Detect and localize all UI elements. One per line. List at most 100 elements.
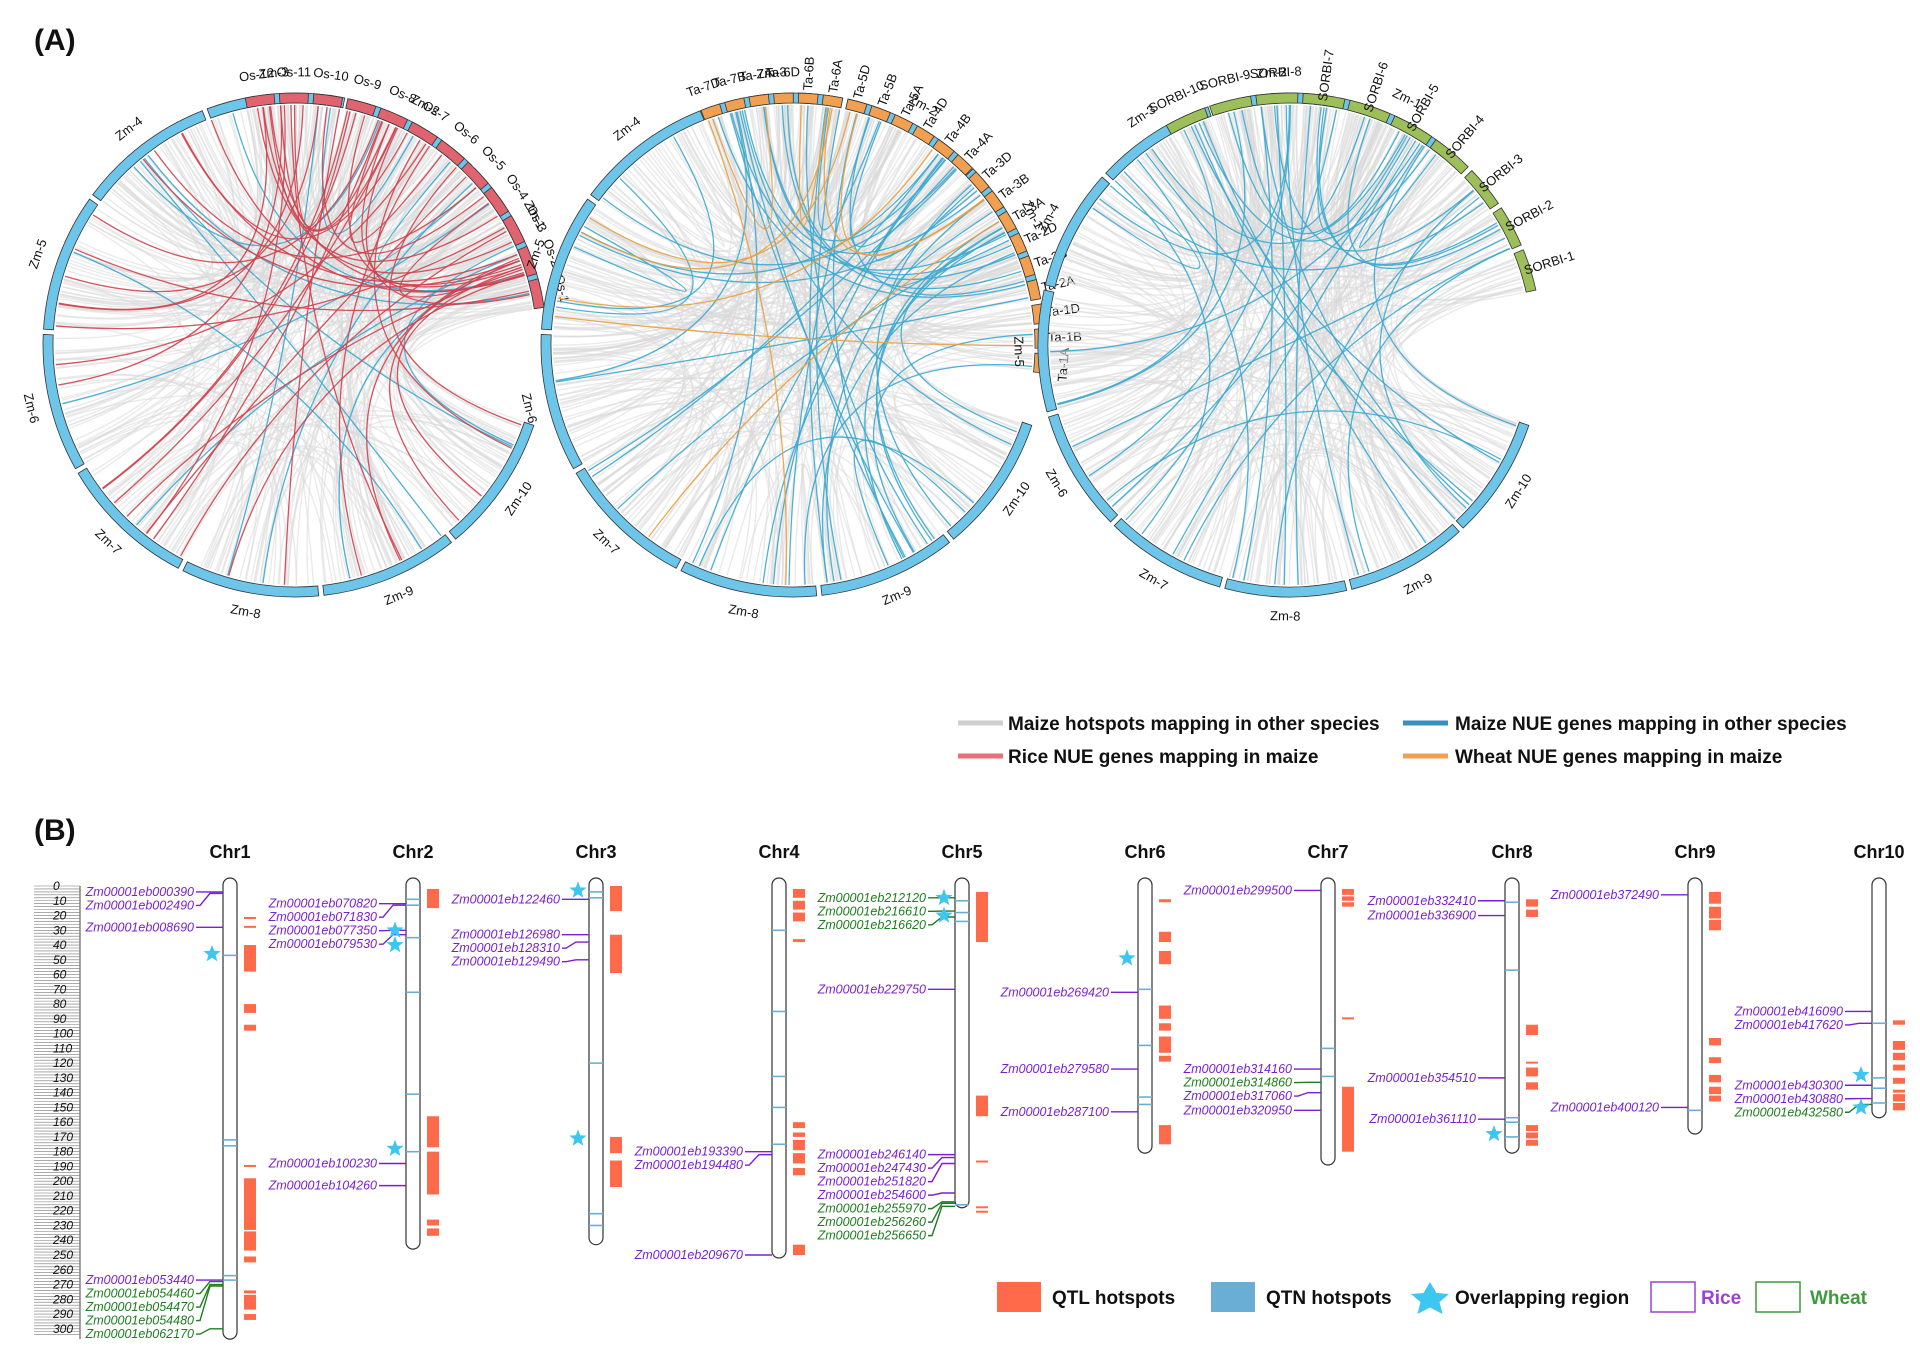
species-nue-link: [707, 120, 787, 585]
panel-b-legend: QTL hotspots QTN hotspots Overlapping re…: [997, 1281, 1868, 1314]
hotspot-link: [125, 107, 328, 247]
other-chromosome-band: [911, 125, 935, 146]
overlapping-region-star: [203, 944, 221, 962]
other-chromosome-band: [1026, 279, 1042, 301]
hotspot-link: [176, 128, 241, 240]
gene-label-wheat: Zm00001eb432580: [1734, 1105, 1843, 1119]
maize-nue-link: [821, 252, 1015, 583]
species-nue-link: [180, 230, 507, 557]
maize-chromosome-label: Zm-6: [21, 392, 43, 425]
maize-nue-link: [803, 364, 1033, 585]
other-chromosome-band: [890, 114, 914, 133]
hotspot-link: [575, 322, 1033, 448]
axis-tick-label: 200: [52, 1174, 73, 1188]
qtl-hotspot: [1159, 1125, 1171, 1145]
hotspot-link: [650, 166, 955, 540]
maize-nue-link: [1317, 107, 1408, 235]
maize-nue-link: [143, 157, 513, 448]
maize-nue-link: [849, 117, 1025, 296]
hotspot-link: [1092, 419, 1465, 511]
hotspot-link: [175, 445, 434, 554]
maize-chromosome-band: [1224, 578, 1348, 598]
qtl-hotspot: [793, 912, 805, 922]
maize-chromosome-label: Zm-10: [501, 479, 535, 518]
other-chromosome-band: [997, 210, 1017, 234]
chromosome-body: [1137, 877, 1153, 1154]
maize-chromosome-label: Zm-7: [590, 526, 622, 558]
hotspot-link: [1050, 108, 1255, 342]
species-nue-link: [228, 273, 525, 576]
hotspot-link: [398, 203, 521, 428]
maize-chromosome-label: Zm-8: [229, 601, 262, 621]
hotspot-link: [1149, 130, 1230, 541]
qtl-hotspot: [793, 888, 805, 898]
maize-nue-link: [896, 211, 1010, 287]
hotspot-link: [284, 426, 501, 585]
qtl-hotspot: [1709, 1038, 1721, 1046]
other-chromosome-band: [724, 97, 747, 113]
hotspot-link: [801, 105, 841, 581]
axis-tick-label: 170: [53, 1130, 73, 1144]
maize-nue-link: [1190, 126, 1500, 464]
other-chromosome-band: [1464, 170, 1499, 210]
qtl-hotspot: [610, 1136, 622, 1154]
other-chromosome-band: [821, 94, 844, 109]
qtl-hotspot: [610, 886, 622, 912]
legend-label-wheat-nue: Wheat NUE genes mapping in maize: [1455, 747, 1782, 768]
hotspot-link: [634, 108, 761, 244]
maize-nue-link: [62, 203, 490, 405]
gene-label-rice: Zm00001eb071830: [268, 910, 377, 924]
maize-nue-link: [555, 111, 748, 382]
hotspot-link: [573, 405, 698, 513]
legend-swatch-rice: [1650, 1281, 1696, 1313]
maize-nue-link: [1243, 106, 1273, 581]
maize-nue-link: [1241, 109, 1366, 230]
other-chromosome-band: [435, 139, 465, 167]
qtl-hotspot: [1893, 1094, 1905, 1102]
maize-nue-link: [1114, 180, 1211, 535]
gene-label-rice: Zm00001eb070820: [268, 897, 377, 911]
maize-nue-link: [1193, 124, 1427, 544]
gene-connector: [928, 916, 955, 926]
gene-label-rice: Zm00001eb269420: [1000, 985, 1109, 999]
species-nue-link: [338, 145, 430, 576]
hotspot-link: [1071, 190, 1475, 285]
qtl-hotspot: [244, 1231, 256, 1251]
maize-nue-link: [555, 297, 1029, 383]
chromosome-body: [222, 877, 238, 1340]
maize-nue-link: [731, 112, 1007, 271]
maize-nue-link: [1057, 129, 1218, 405]
hotspot-link: [1352, 186, 1472, 565]
maize-nue-link: [876, 184, 972, 527]
maize-nue-link: [1137, 159, 1249, 579]
maize-chromosome-label: Zm-9: [880, 583, 914, 608]
other-chromosome-band: [460, 161, 489, 191]
species-nue-link: [347, 115, 523, 288]
gene-label-rice: Zm00001eb332410: [1367, 894, 1476, 908]
overlapping-region-star: [1852, 1098, 1870, 1115]
hotspot-link: [1060, 272, 1396, 562]
hotspot-link: [1177, 105, 1283, 558]
gene-label-rice: Zm00001eb417620: [1734, 1018, 1843, 1032]
hotspot-link: [392, 196, 500, 278]
hotspot-link: [568, 259, 1019, 430]
hotspot-link: [1081, 116, 1236, 466]
gene-connector: [928, 1192, 955, 1196]
axis-tick-label: 60: [53, 968, 67, 982]
qtl-hotspot: [1709, 891, 1721, 904]
chromosome-title: Chr4: [758, 842, 799, 862]
other-chromosome-label: SORBI-6: [1360, 60, 1391, 114]
other-chromosome-label: Ta-6A: [825, 58, 845, 94]
hotspot-link: [144, 204, 491, 533]
species-nue-link: [557, 149, 933, 308]
qtl-hotspot: [1893, 1064, 1905, 1071]
gene-label-rice: Zm00001eb079530: [268, 937, 377, 951]
maize-nue-link: [1347, 247, 1511, 572]
qtl-hotspot: [793, 1167, 805, 1176]
maize-nue-link: [900, 226, 1017, 433]
maize-nue-link: [805, 105, 928, 545]
maize-nue-link: [573, 225, 687, 292]
qtl-hotspot: [610, 1160, 622, 1188]
other-chromosome-band: [244, 93, 276, 109]
gene-connector: [379, 934, 406, 945]
